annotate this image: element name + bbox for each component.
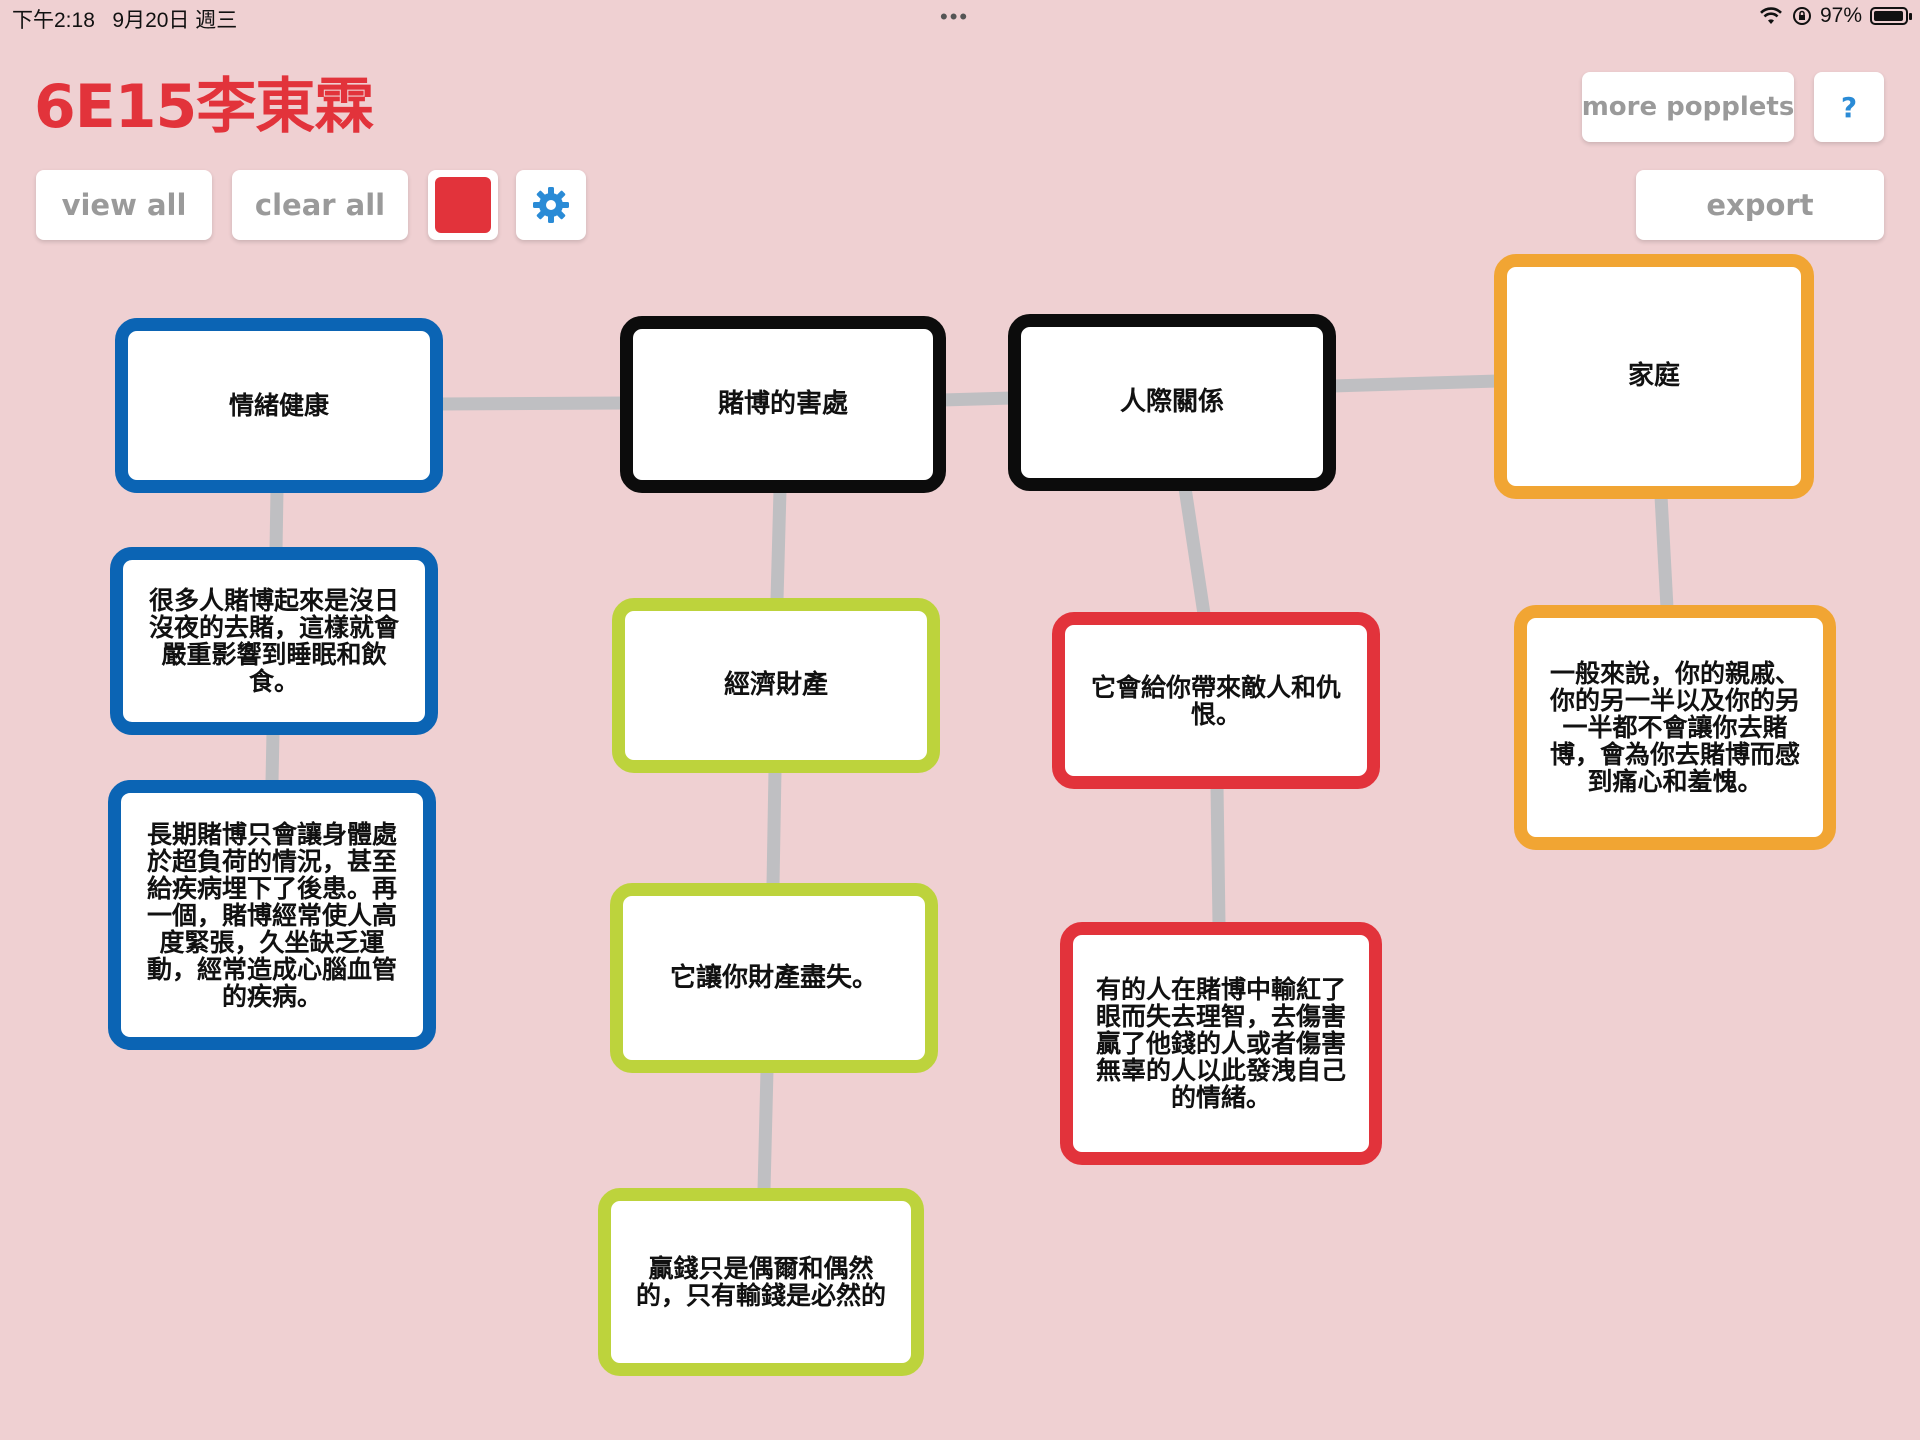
clear-all-button[interactable]: clear all (232, 170, 408, 240)
status-time: 下午2:18 (12, 9, 95, 32)
link-economic-detail1 (766, 769, 782, 886)
color-picker-button[interactable] (428, 170, 498, 240)
link-emotional-harm (437, 396, 627, 411)
popple-economic-detail-2[interactable]: 贏錢只是偶爾和偶然的，只有輸錢是必然的 (598, 1188, 924, 1376)
more-popplets-button[interactable]: more popplets (1582, 72, 1794, 142)
link-family-detail1 (1654, 495, 1674, 609)
color-swatch (435, 177, 491, 233)
link-harm-relationships (941, 391, 1013, 407)
popple-text: 一般來說，你的親戚、你的另一半以及你的另一半都不會讓你去賭博，會為你去賭博而感到… (1549, 659, 1800, 796)
link-reldetail1-detail2 (1210, 785, 1226, 925)
battery-percent: 97% (1819, 4, 1862, 27)
popple-text: 長期賭博只會讓身體處於超負荷的情況，甚至給疾病埋下了後患。再一個，賭博經常使人高… (146, 819, 397, 1011)
popple-emotional-health[interactable]: 情緒健康 (115, 318, 443, 493)
popple-relationships[interactable]: 人際關係 (1008, 314, 1336, 491)
popple-text: 有的人在賭博中輸紅了眼而失去理智，去傷害贏了他錢的人或者傷害無辜的人以此發洩自己… (1095, 975, 1346, 1112)
popple-text: 賭博的害處 (717, 389, 848, 419)
popple-economic-detail-1[interactable]: 它讓你財產盡失。 (610, 883, 938, 1073)
help-button[interactable]: ? (1814, 72, 1884, 142)
status-right: 97% (1758, 4, 1912, 28)
link-economicdetail1-detail2 (757, 1069, 774, 1191)
status-date: 9月20日 週三 (112, 9, 238, 32)
status-bar: 下午2:18 9月20日 週三 ••• 97% (0, 0, 1920, 34)
popple-text: 很多人賭博起來是沒日沒夜的去賭，這樣就會嚴重影響到睡眠和飲食。 (148, 586, 399, 696)
popple-relationship-detail-1[interactable]: 它會給你帶來敵人和仇恨。 (1052, 612, 1380, 789)
link-emotional-detail1 (269, 489, 284, 551)
battery-level (1874, 11, 1904, 21)
view-all-button[interactable]: view all (36, 170, 212, 240)
settings-button[interactable] (516, 170, 586, 240)
popple-text: 人際關係 (1119, 387, 1224, 417)
popple-text: 情緒健康 (228, 391, 329, 420)
popple-economic-assets[interactable]: 經濟財產 (612, 598, 940, 773)
link-detail1-detail2 (265, 731, 280, 783)
export-button[interactable]: export (1636, 170, 1884, 240)
wifi-icon (1760, 7, 1782, 24)
popple-text: 它會給你帶來敵人和仇恨。 (1090, 672, 1341, 729)
battery-icon (1870, 7, 1912, 25)
popple-text: 它讓你財產盡失。 (669, 962, 878, 993)
popple-emotional-detail-1[interactable]: 很多人賭博起來是沒日沒夜的去賭，這樣就會嚴重影響到睡眠和飲食。 (110, 547, 438, 735)
popple-text: 贏錢只是偶爾和偶然的，只有輸錢是必然的 (635, 1254, 886, 1310)
link-harm-economic (770, 489, 787, 601)
gear-icon (533, 187, 569, 223)
popple-text: 家庭 (1627, 361, 1680, 391)
popple-text: 經濟財產 (723, 670, 828, 700)
popple-family-detail-1[interactable]: 一般來說，你的親戚、你的另一半以及你的另一半都不會讓你去賭博，會為你去賭博而感到… (1514, 605, 1836, 850)
popple-family[interactable]: 家庭 (1494, 254, 1814, 499)
orientation-lock-icon (1792, 7, 1811, 25)
multitasking-dots[interactable]: ••• (940, 4, 970, 29)
popple-emotional-detail-2[interactable]: 長期賭博只會讓身體處於超負荷的情況，甚至給疾病埋下了後患。再一個，賭博經常使人高… (108, 780, 436, 1050)
popple-gambling-harm[interactable]: 賭博的害處 (620, 316, 946, 493)
popple-relationship-detail-2[interactable]: 有的人在賭博中輸紅了眼而失去理智，去傷害贏了他錢的人或者傷害無辜的人以此發洩自己… (1060, 922, 1382, 1165)
status-time-date: 下午2:18 9月20日 週三 (12, 4, 237, 34)
page-title[interactable]: 6E15李東霖 (34, 72, 374, 142)
link-relationships-detail1 (1178, 487, 1211, 615)
link-relationships-family (1331, 374, 1499, 393)
